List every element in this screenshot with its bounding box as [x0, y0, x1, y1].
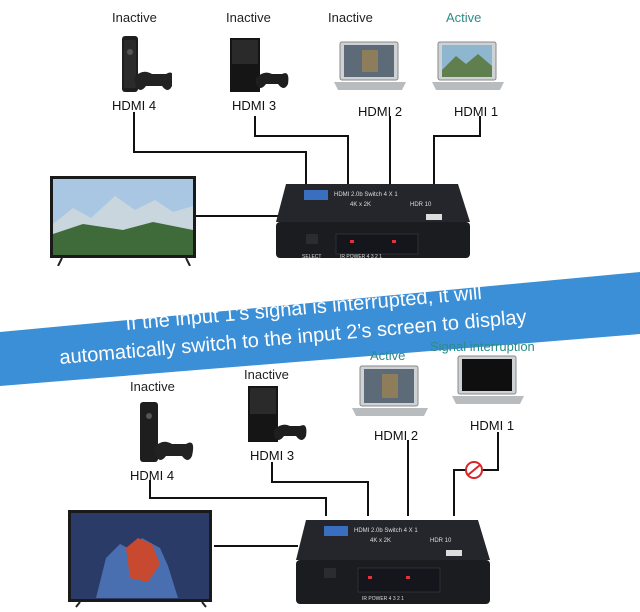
- hdmi3-state: Inactive: [226, 10, 271, 25]
- laptop-icon: [452, 355, 524, 404]
- switch-hdr: HDR 10: [430, 538, 452, 544]
- hdmi4-state: Inactive: [130, 379, 175, 394]
- hdmi3-state: Inactive: [244, 367, 289, 382]
- switch-model: HDMI 2.0b Switch 4 X 1: [334, 192, 398, 198]
- hdmi-switch: HDMI 2.0b Switch 4 X 1 4K x 2K HDR 10 SE…: [276, 184, 470, 260]
- top-cables: [133, 112, 481, 217]
- no-signal-icon: [465, 461, 483, 479]
- hdmi2-state: Active: [370, 348, 406, 363]
- hdmi-switch: HDMI 2.0b Switch 4 X 1 4K x 2K HDR 10 IR…: [296, 520, 490, 604]
- hdmi4-label: HDMI 4: [112, 98, 157, 113]
- select-label: SELECT: [302, 254, 321, 260]
- hdmi2-state: Inactive: [328, 10, 373, 25]
- panel-labels: IR POWER 4 3 2 1: [340, 254, 382, 260]
- switch-model: HDMI 2.0b Switch 4 X 1: [354, 528, 418, 534]
- info-banner: If the input 1’s signal is interrupted, …: [0, 268, 640, 386]
- hdmi1-state: Signal interruption: [430, 339, 535, 354]
- laptop-icon: [334, 41, 406, 90]
- hdmi1-label: HDMI 1: [470, 418, 515, 433]
- switch-res: 4K x 2K: [350, 202, 371, 208]
- tv-icon: [50, 176, 196, 266]
- switch-res: 4K x 2K: [370, 538, 391, 544]
- hdmi3-label: HDMI 3: [232, 98, 277, 113]
- game-console-icon: [248, 386, 307, 442]
- switch-hdr: HDR 10: [410, 202, 432, 208]
- game-console-icon: [230, 38, 289, 92]
- hdmi3-label: HDMI 3: [250, 448, 295, 463]
- laptop-icon: [432, 41, 504, 90]
- game-console-icon: [122, 36, 172, 92]
- hdmi1-label: HDMI 1: [454, 104, 499, 119]
- hdmi4-state: Inactive: [112, 10, 157, 25]
- panel-labels: IR POWER 4 3 2 1: [362, 596, 404, 602]
- tv-icon: [68, 510, 212, 608]
- laptop-icon: [352, 365, 428, 416]
- banner-graphic: If the input 1’s signal is interrupted, …: [0, 272, 640, 386]
- hdmi4-label: HDMI 4: [130, 468, 175, 483]
- hdmi2-label: HDMI 2: [374, 428, 419, 443]
- game-console-icon: [140, 402, 194, 462]
- hdmi1-state: Active: [446, 10, 482, 25]
- hdmi2-label: HDMI 2: [358, 104, 403, 119]
- bottom-cables: [149, 432, 499, 547]
